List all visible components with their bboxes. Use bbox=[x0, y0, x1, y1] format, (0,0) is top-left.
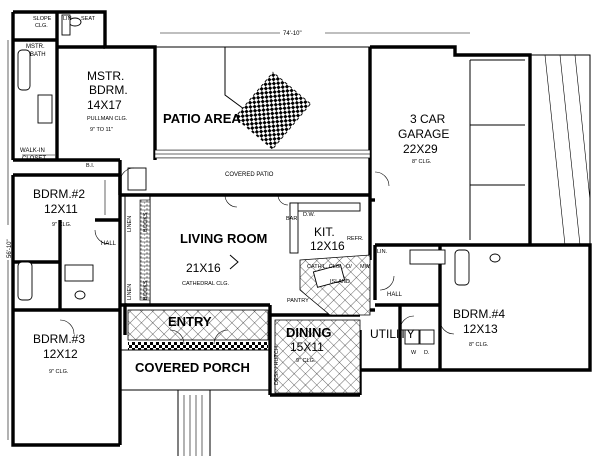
living-room-name: LIVING ROOM bbox=[180, 231, 267, 246]
bath-tub-right bbox=[454, 249, 470, 286]
dryer bbox=[419, 329, 435, 345]
lin-right-label: LIN. bbox=[377, 249, 388, 255]
bedroom3-name: BDRM.#3 bbox=[33, 332, 85, 346]
fireplace-hearth bbox=[139, 199, 151, 301]
bath-vanity-right bbox=[409, 249, 446, 265]
dining-name: DINING bbox=[286, 325, 332, 340]
kitchen-counter-left bbox=[289, 202, 299, 254]
bedroom3-size: 12X12 bbox=[43, 347, 78, 361]
garage-ceiling: 8" CLG. bbox=[412, 159, 432, 165]
living-room-size: 21X16 bbox=[186, 261, 221, 275]
ov-label: O/ bbox=[346, 264, 352, 270]
master-bedroom-name-1: MSTR. bbox=[87, 69, 124, 83]
desk-hutch-label: DESK / HUTCH bbox=[274, 346, 280, 385]
depth-dimension-label: 56'-10" bbox=[7, 239, 13, 258]
hall-right-label: HALL bbox=[387, 292, 403, 298]
garage-name-1: 3 CAR bbox=[410, 112, 446, 126]
lin-label: LIN bbox=[63, 16, 72, 22]
linen-lower-label: LINEN bbox=[127, 284, 133, 300]
bedroom4-name: BDRM.#4 bbox=[453, 307, 505, 321]
master-bedroom-ceiling-1: PULLMAN CLG. bbox=[87, 116, 128, 122]
bedroom4-size: 12X13 bbox=[463, 322, 498, 336]
slope-clg-label-2: CLG. bbox=[35, 23, 48, 29]
seat-label: SEAT bbox=[81, 16, 96, 22]
cathedral-clg-label: CATH'L. CLG. bbox=[307, 264, 342, 270]
width-dimension-label: 74'-10" bbox=[283, 31, 302, 37]
covered-patio-deck bbox=[154, 149, 371, 159]
bedroom2-ceiling: 9" CLG. bbox=[52, 222, 72, 228]
covered-patio-label: COVERED PATIO bbox=[225, 172, 274, 178]
bedroom3-ceiling: 9" CLG. bbox=[49, 369, 69, 375]
patio-area-label: PATIO AREA bbox=[163, 111, 241, 126]
walk-in-closet-label-1: WALK-IN bbox=[20, 148, 45, 154]
bath-vanity-left bbox=[64, 264, 94, 282]
linen-upper-label: LINEN bbox=[127, 216, 133, 232]
depth-dimension: 56'-10" bbox=[7, 40, 13, 440]
covered-porch-label: COVERED PORCH bbox=[135, 360, 250, 375]
living-room-ceiling: CATHEDRAL CLG. bbox=[182, 281, 230, 287]
patio-steps bbox=[234, 71, 312, 150]
bar-label: BAR bbox=[286, 216, 297, 222]
kitchen-name: KIT. bbox=[314, 225, 335, 239]
pantry-label: PANTRY bbox=[287, 298, 309, 304]
garage-driveway bbox=[455, 54, 591, 246]
master-vanity bbox=[37, 94, 53, 124]
front-walk bbox=[177, 390, 211, 456]
utility-w-label: W bbox=[411, 350, 417, 356]
fixtures bbox=[17, 14, 501, 345]
master-bath-label-2: BATH bbox=[30, 52, 46, 58]
master-lin-shelf bbox=[61, 14, 71, 36]
bath-toilet-left bbox=[74, 290, 86, 300]
dining-tile-floor bbox=[274, 319, 361, 394]
width-dimension: 74'-10" bbox=[160, 31, 470, 37]
garage-size: 22X29 bbox=[403, 142, 438, 156]
master-bedroom-name-2: BDRM. bbox=[89, 83, 128, 97]
entry-tile-floor bbox=[127, 309, 269, 341]
hall-left-label: HALL bbox=[101, 241, 117, 247]
bedroom2-size: 12X11 bbox=[44, 202, 78, 216]
island-label: ISLAND bbox=[330, 279, 350, 285]
kitchen-size: 12X16 bbox=[310, 239, 345, 253]
refrig-label: REFR. bbox=[347, 236, 364, 242]
dining-size: 15X11 bbox=[290, 340, 324, 354]
master-tub bbox=[17, 49, 31, 91]
slope-clg-label-1: SLOPE bbox=[33, 16, 52, 22]
washer bbox=[404, 329, 420, 345]
kitchen-tile-floor bbox=[299, 254, 371, 316]
master-bedroom-size: 14X17 bbox=[87, 98, 122, 112]
patio-sink bbox=[127, 167, 147, 191]
entry-step bbox=[128, 342, 268, 350]
books-lower-label: BOOKS bbox=[143, 280, 149, 300]
kitchen-counter-top bbox=[289, 202, 361, 212]
bedroom2-name: BDRM.#2 bbox=[33, 187, 85, 201]
bedroom4-ceiling: 8" CLG. bbox=[469, 342, 489, 348]
dining-ceiling: 9" CLG. bbox=[296, 358, 316, 364]
master-bath-label-1: MSTR. bbox=[26, 44, 45, 50]
bi-label: B.I. bbox=[86, 163, 95, 169]
mw-label: MW bbox=[360, 264, 371, 270]
master-bedroom-ceiling-2: 9" TO 11" bbox=[90, 127, 113, 133]
dw-label: D.W. bbox=[303, 212, 315, 218]
bath-toilet-right bbox=[489, 253, 501, 263]
kitchen-island bbox=[312, 264, 346, 288]
bath-tub-left bbox=[17, 261, 33, 301]
utility-name: UTILITY bbox=[370, 327, 415, 341]
books-upper-label: BOOKS bbox=[143, 212, 149, 232]
utility-d-label: D. bbox=[424, 350, 430, 356]
garage-name-2: GARAGE bbox=[398, 127, 449, 141]
walk-in-closet-label-2: CLOSET bbox=[22, 156, 46, 162]
covered-porch-outline bbox=[119, 349, 271, 391]
door-swings bbox=[59, 167, 455, 345]
entry-label: ENTRY bbox=[168, 314, 212, 329]
